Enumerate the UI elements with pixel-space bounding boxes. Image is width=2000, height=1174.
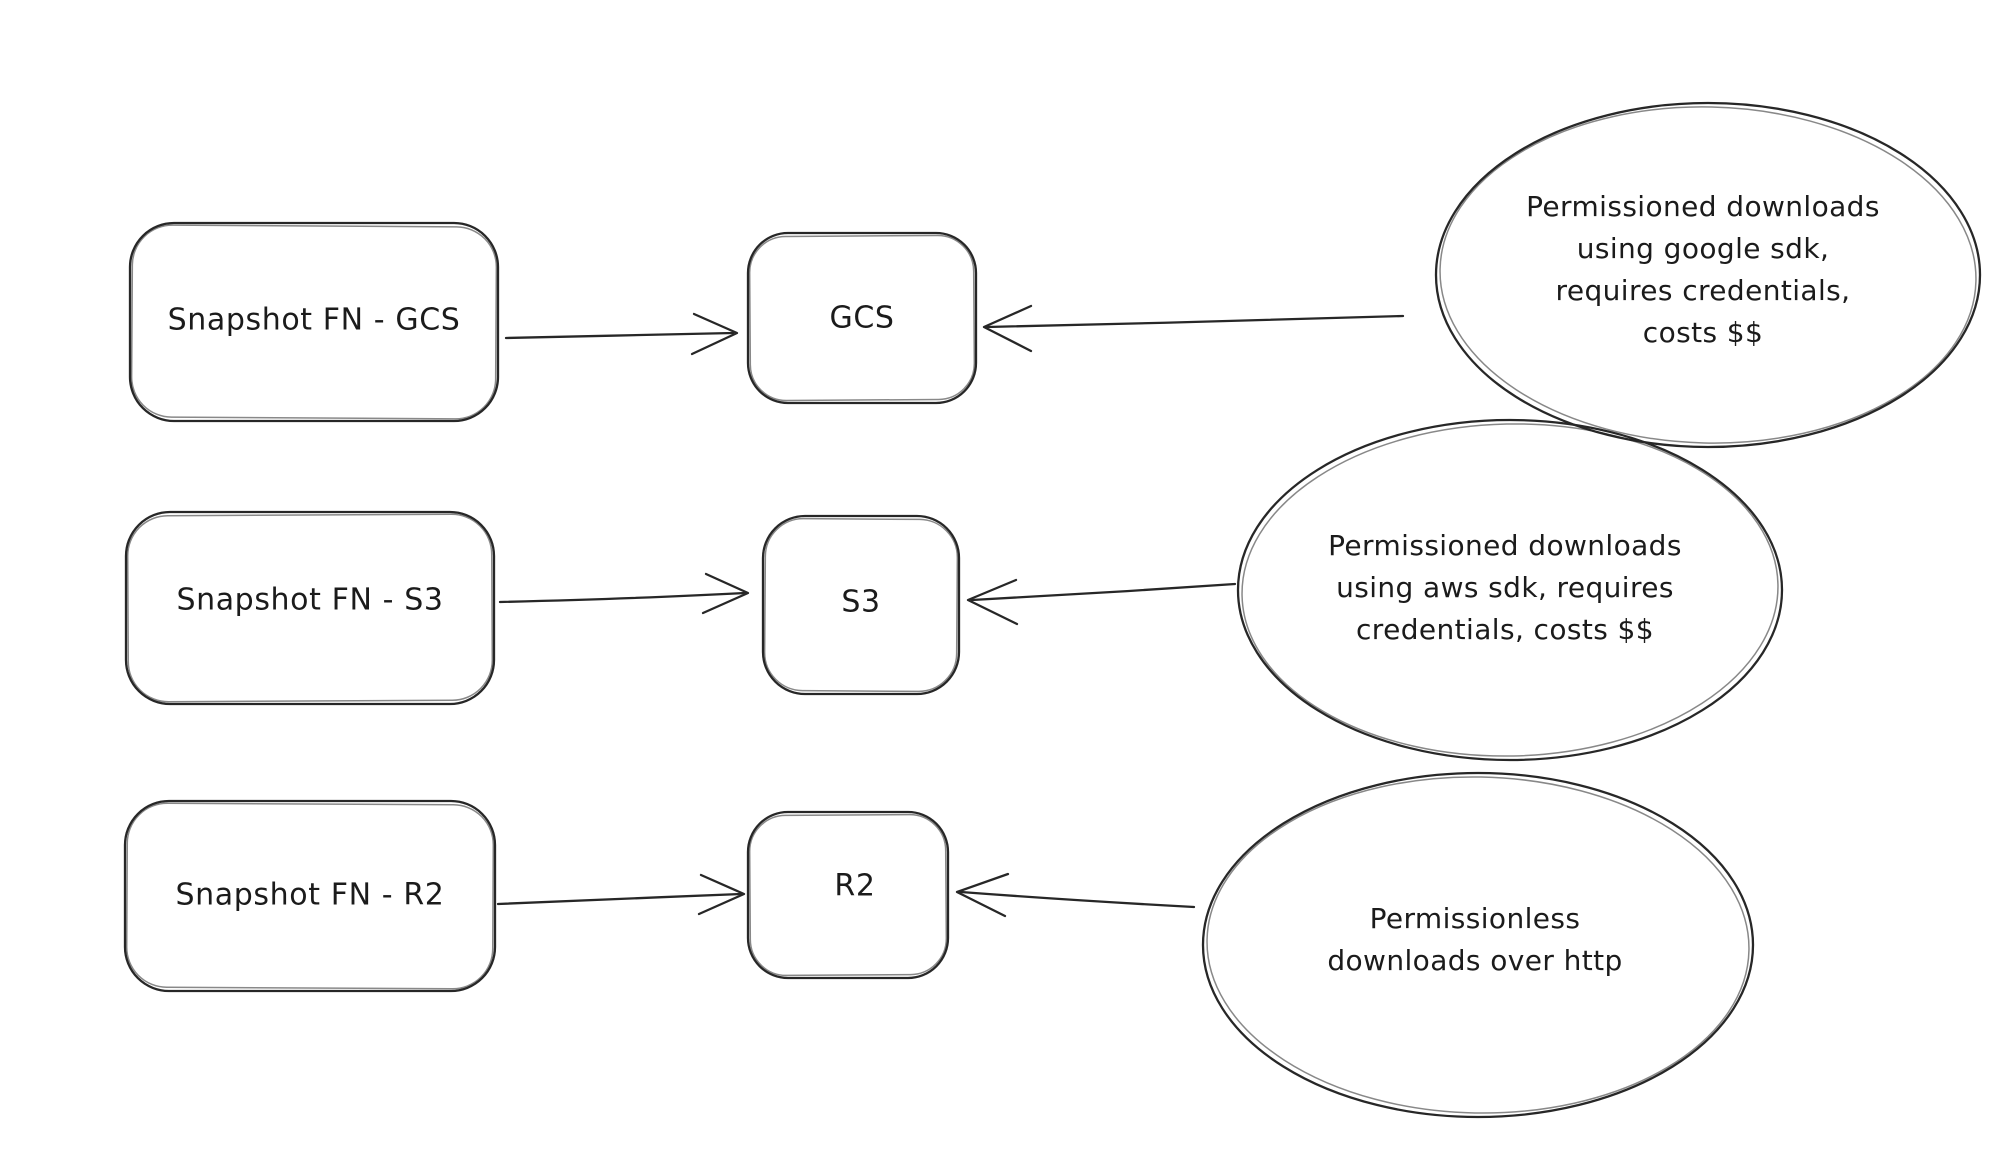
gcs-box [746,231,978,405]
snapshot-gcs-label: Snapshot FN - GCS [167,302,461,338]
note-line: using google sdk, [1576,232,1830,265]
note-line: Permissioned downloads [1328,529,1682,562]
snapshot-gcs-box [128,221,500,423]
note-line: Permissionless [1369,902,1581,935]
note-line: requires credentials, [1555,274,1851,307]
arrow-r2-note-to-r2 [955,872,1196,918]
arrow-snapshot-gcs-to-gcs [504,312,739,356]
note-line: costs $$ [1642,316,1764,349]
r2-note: Permissionless downloads over http [1327,898,1622,982]
snapshot-r2-box [123,799,497,993]
s3-note-ellipse [1236,418,1784,762]
note-line: downloads over http [1327,944,1623,977]
note-line: credentials, costs $$ [1356,613,1654,646]
snapshot-r2-label: Snapshot FN - R2 [175,877,445,913]
r2-label: R2 [834,868,876,904]
s3-box [761,514,961,696]
snapshot-s3-box [124,510,496,706]
arrow-snapshot-s3-to-s3 [498,572,750,615]
gcs-note: Permissioned downloads using google sdk,… [1526,186,1880,354]
gcs-label: GCS [829,300,895,336]
s3-note: Permissioned downloads using aws sdk, re… [1328,525,1682,651]
arrow-s3-note-to-s3 [966,578,1237,626]
note-line: Permissioned downloads [1526,190,1880,223]
r2-note-ellipse [1201,771,1755,1119]
arrow-snapshot-r2-to-r2 [496,873,746,916]
note-line: using aws sdk, requires [1336,571,1674,604]
s3-label: S3 [841,584,881,620]
r2-box [746,810,950,980]
arrow-gcs-note-to-gcs [982,304,1405,353]
gcs-note-ellipse [1434,101,1982,449]
snapshot-s3-label: Snapshot FN - S3 [176,582,444,618]
